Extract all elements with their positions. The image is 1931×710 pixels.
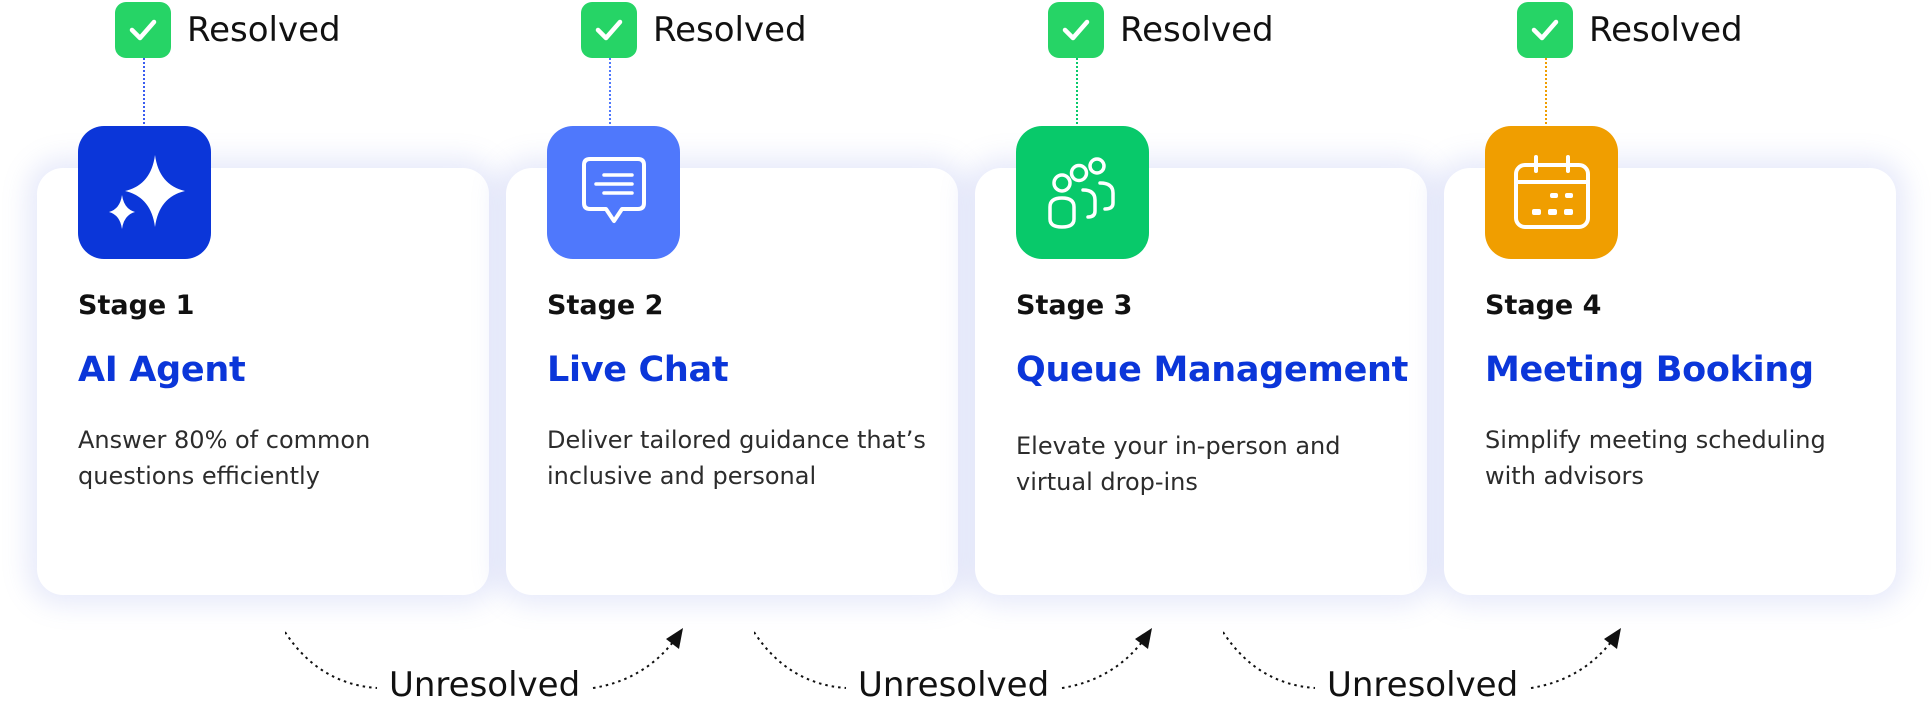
checkmark-icon xyxy=(1048,2,1104,58)
unresolved-label: Unresolved xyxy=(1327,665,1519,705)
stage-3: Resolved Stage 3 Queue Management Elevat… xyxy=(975,0,1427,710)
resolved-label: Resolved xyxy=(653,10,807,50)
resolved-label: Resolved xyxy=(1589,10,1743,50)
stage-description: Elevate your in-person and virtual drop-… xyxy=(1016,432,1341,496)
connector-line xyxy=(1076,58,1078,124)
stage-number: Stage 3 xyxy=(1016,290,1133,321)
transition-arrow xyxy=(1223,628,1621,689)
checkmark-icon xyxy=(581,2,637,58)
stage-description: Simplify meeting scheduling with advisor… xyxy=(1485,426,1826,490)
stage-number: Stage 2 xyxy=(547,290,664,321)
connector-line xyxy=(1545,58,1547,124)
unresolved-transition-3: Unresolved xyxy=(1223,620,1663,710)
resolved-badge: Resolved xyxy=(1048,2,1274,58)
stage-1: Resolved Stage 1 AI Agent Answer 80% of … xyxy=(37,0,489,710)
stage-title: Meeting Booking xyxy=(1485,350,1814,390)
resolved-badge: Resolved xyxy=(581,2,807,58)
connector-line xyxy=(143,58,145,124)
calendar-icon xyxy=(1485,126,1618,259)
people-group-icon xyxy=(1016,126,1149,259)
stage-description: Deliver tailored guidance that’s inclusi… xyxy=(547,426,926,490)
stage-2: Resolved Stage 2 Live Chat Deliver tailo… xyxy=(506,0,958,710)
stage-title: Live Chat xyxy=(547,350,729,390)
stage-4: Resolved Stage 4 Meeting Booking Simplif… xyxy=(1444,0,1896,710)
resolved-badge: Resolved xyxy=(1517,2,1743,58)
stage-description: Answer 80% of common questions efficient… xyxy=(78,426,371,490)
unresolved-label: Unresolved xyxy=(858,665,1050,705)
stage-title: Queue Management xyxy=(1016,350,1409,390)
resolved-badge: Resolved xyxy=(115,2,341,58)
stage-number: Stage 1 xyxy=(78,290,195,321)
resolved-label: Resolved xyxy=(187,10,341,50)
unresolved-transition-2: Unresolved xyxy=(754,620,1194,710)
stage-number: Stage 4 xyxy=(1485,290,1602,321)
resolved-label: Resolved xyxy=(1120,10,1274,50)
chat-bubble-icon xyxy=(547,126,680,259)
unresolved-transition-1: Unresolved xyxy=(285,620,725,710)
stage-title: AI Agent xyxy=(78,350,246,390)
unresolved-label: Unresolved xyxy=(389,665,581,705)
connector-line xyxy=(609,58,611,124)
checkmark-icon xyxy=(1517,2,1573,58)
transition-arrow xyxy=(285,628,683,689)
checkmark-icon xyxy=(115,2,171,58)
transition-arrow xyxy=(754,628,1152,689)
sparkle-icon xyxy=(78,126,211,259)
